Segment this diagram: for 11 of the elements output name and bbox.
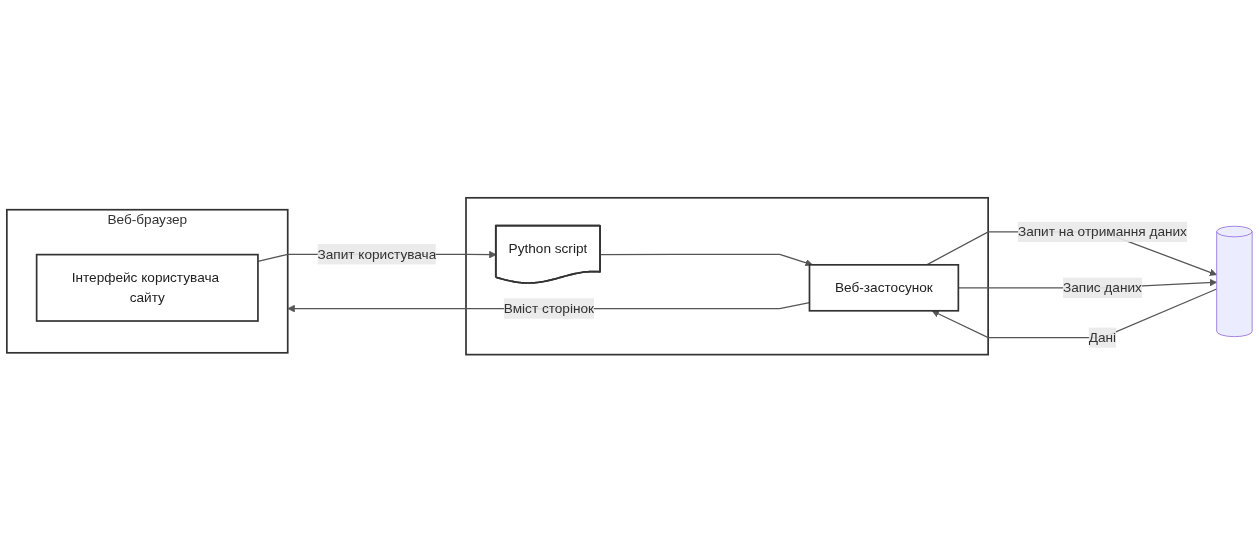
edge-label: Вміст сторінок <box>503 301 595 316</box>
edge-label: Запит користувача <box>317 246 437 262</box>
node-cylinder <box>1216 226 1253 338</box>
node-box: Інтерфейс користувача сайту <box>35 254 259 323</box>
edge-label: Запис даних <box>1062 280 1142 295</box>
edge-label: Дані <box>1088 330 1117 345</box>
edge-label: Запит на отримання даних <box>1017 224 1187 239</box>
node-box: Веб-застосунок <box>808 264 960 312</box>
arrow <box>931 288 1218 339</box>
arrow <box>599 253 813 267</box>
cluster <box>465 197 989 356</box>
